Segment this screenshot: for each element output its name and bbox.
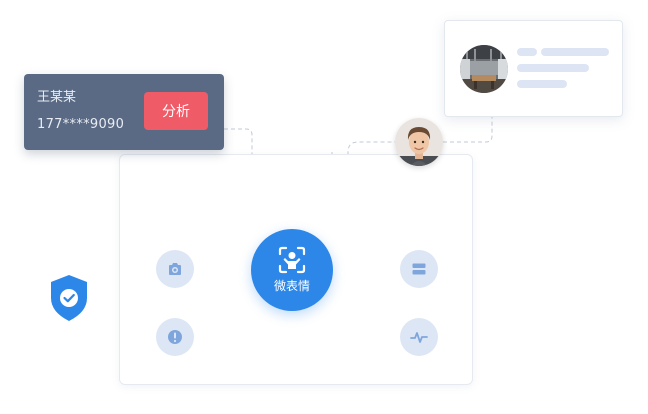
alert-node[interactable]	[156, 318, 194, 356]
hub-label: 微表情	[273, 279, 310, 293]
placeholder-bar	[517, 64, 589, 72]
alert-icon	[168, 330, 182, 344]
placeholder-bar	[517, 48, 537, 56]
storage-node[interactable]	[400, 250, 438, 288]
shield-check-icon	[49, 274, 89, 322]
camera-icon	[169, 263, 181, 275]
room-photo	[460, 45, 508, 93]
storage-icon	[412, 263, 426, 275]
analyze-button[interactable]: 分析	[144, 92, 208, 130]
photo-card	[444, 20, 623, 117]
person-avatar	[395, 118, 443, 166]
placeholder-bar	[517, 80, 567, 88]
user-card: 王某某 177****9090 分析	[24, 74, 224, 150]
pulse-icon	[410, 332, 428, 343]
placeholder-bar	[541, 48, 609, 56]
pulse-node[interactable]	[400, 318, 438, 356]
user-name: 王某某	[37, 90, 77, 105]
user-phone: 177****9090	[37, 117, 125, 132]
micro-expression-hub[interactable]: 微表情	[251, 229, 333, 311]
camera-node[interactable]	[156, 250, 194, 288]
face-scan-icon	[278, 246, 306, 274]
